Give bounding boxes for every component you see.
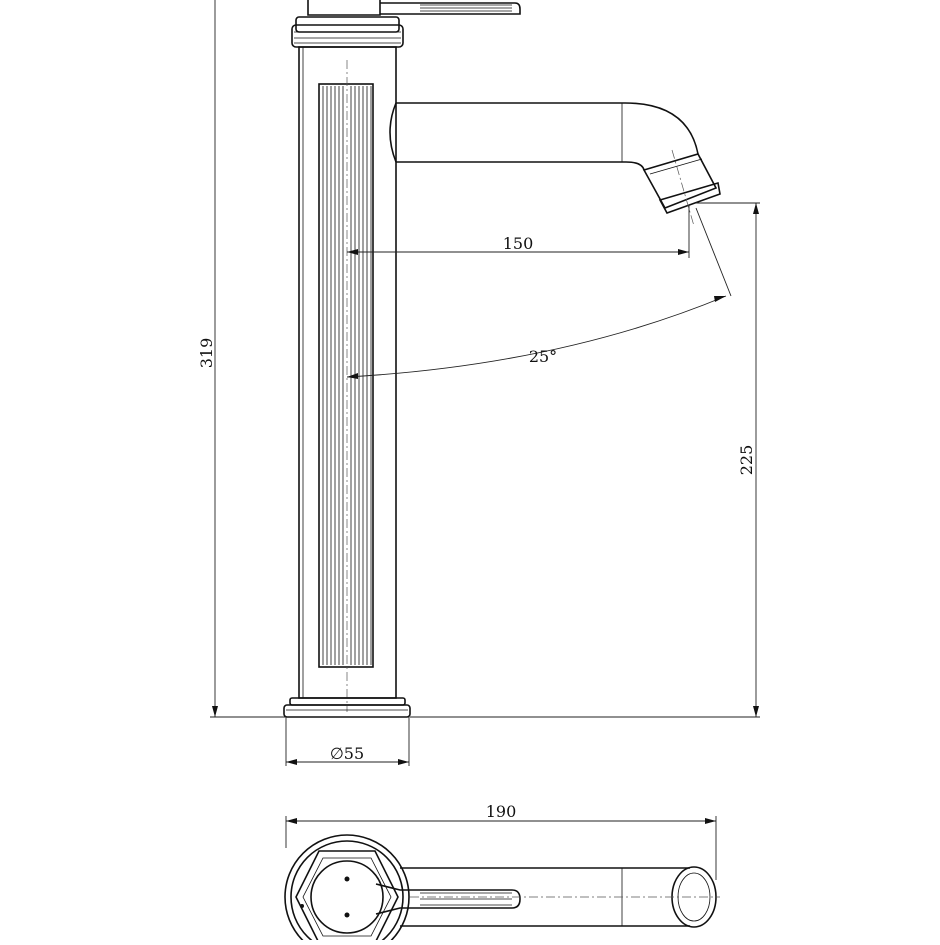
plan-base-outer xyxy=(284,834,410,945)
dimension-spout-height: 225 xyxy=(410,202,760,718)
overall-height-label: 319 xyxy=(197,338,216,369)
plan-marker-dot xyxy=(300,904,304,908)
spout xyxy=(389,102,721,227)
top-collar xyxy=(291,16,404,48)
faucet-body xyxy=(298,46,397,699)
plan-view: 190 xyxy=(284,802,720,945)
dimension-base-diameter: ∅55 xyxy=(285,717,410,766)
dimension-overall-height: 319 xyxy=(197,0,286,718)
side-elevation xyxy=(283,0,721,718)
plan-lever xyxy=(375,883,521,915)
fluted-panel xyxy=(318,83,374,668)
plan-marker-dot xyxy=(344,912,350,918)
plan-marker-dot xyxy=(344,876,350,882)
base-diameter-label: ∅55 xyxy=(330,744,364,763)
dimension-swivel-angle: 25° xyxy=(346,207,732,379)
plan-base-inner xyxy=(290,840,404,945)
swivel-angle-label: 25° xyxy=(529,347,557,366)
plan-cartridge xyxy=(310,860,384,934)
spout-height-label: 225 xyxy=(737,445,756,476)
lever-handle xyxy=(307,0,521,16)
faucet-base xyxy=(283,697,411,718)
dimension-plan-width: 190 xyxy=(285,802,717,880)
plan-spout xyxy=(400,866,720,928)
plan-width-label: 190 xyxy=(486,802,517,821)
dimension-spout-reach: 150 xyxy=(347,206,690,258)
spout-reach-label: 150 xyxy=(503,234,534,253)
